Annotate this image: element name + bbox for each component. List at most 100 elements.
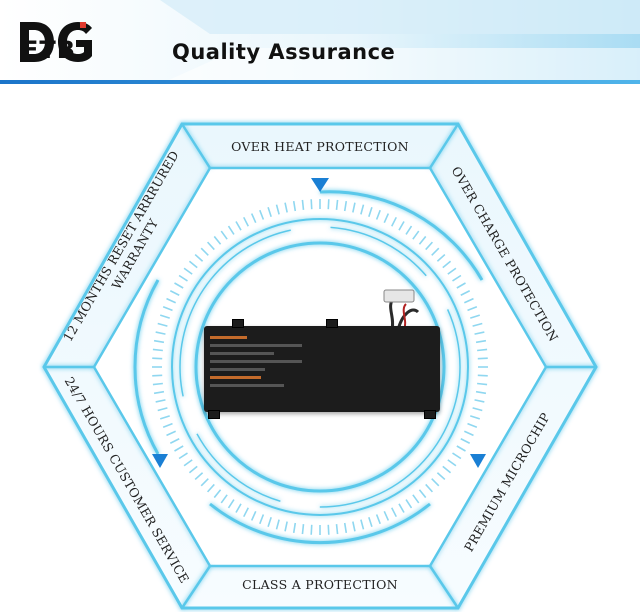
ring-tick <box>213 489 222 499</box>
ring-tick <box>292 522 297 534</box>
ring-tick <box>412 230 420 240</box>
arrow-markers <box>152 178 486 468</box>
ring-tick <box>227 499 235 509</box>
ring-tick <box>327 199 330 210</box>
ring-tick <box>275 519 280 530</box>
tagline: Quality Assurance <box>172 40 396 64</box>
ring-tick <box>301 524 305 535</box>
ring-tick <box>157 322 168 327</box>
ring-tick <box>474 331 485 335</box>
ring-tick <box>470 415 481 420</box>
ring-tick <box>259 514 265 525</box>
ring-tick <box>310 199 313 210</box>
ring-tick <box>456 445 466 452</box>
ring-tick <box>447 267 457 275</box>
quality-diagram: OVER HEAT PROTECTION OVER CHARGE PROTECT… <box>0 84 640 612</box>
battery-tab <box>424 410 436 419</box>
battery-tab <box>232 319 244 328</box>
ring-tick <box>470 314 481 319</box>
arrow-top-icon <box>311 178 329 192</box>
ring-tick <box>360 204 365 215</box>
ring-tick <box>447 459 457 467</box>
feature-class-a: CLASS A PROTECTION <box>242 577 398 592</box>
ring-tick <box>436 472 446 481</box>
ring-tick <box>284 521 288 532</box>
arrow-right-icon <box>470 454 486 468</box>
tick-ring <box>152 199 488 535</box>
ring-tick <box>383 213 390 223</box>
ring-tick <box>343 522 348 534</box>
ring-tick <box>194 253 204 262</box>
ring-tick <box>343 200 348 212</box>
ring-tick <box>206 241 215 251</box>
ring-tick <box>464 297 474 304</box>
ring-tick <box>412 494 420 504</box>
ring-tick <box>456 282 466 289</box>
ring-tick <box>200 247 209 256</box>
battery-image <box>204 319 440 419</box>
ring-tick <box>375 514 381 525</box>
ring-tick <box>425 241 434 251</box>
ring-tick <box>398 503 405 513</box>
ring-tick <box>460 438 471 444</box>
ring-tick <box>162 422 173 428</box>
inner-rings <box>171 218 469 516</box>
header-banner: FTB Quality Assurance <box>0 0 640 84</box>
ring-tick <box>475 339 487 344</box>
ring-tick <box>431 478 440 487</box>
ring-tick <box>220 230 228 240</box>
ring-tick <box>383 511 390 521</box>
ring-tick <box>178 452 188 460</box>
ring-tick <box>166 297 176 304</box>
ring-tick <box>292 200 297 212</box>
ring-tick <box>188 465 198 474</box>
ring-tick <box>284 202 288 213</box>
ring-tick <box>183 459 193 467</box>
ring-tick <box>391 216 397 227</box>
ring-tick <box>442 260 452 269</box>
ring-tick <box>431 247 440 256</box>
ring-tick <box>194 472 204 481</box>
ring-tick <box>213 235 222 245</box>
ring-tick <box>152 348 163 352</box>
ring-tick <box>157 407 168 412</box>
ring-tick <box>352 202 356 213</box>
ring-tick <box>368 517 373 528</box>
ring-tick <box>183 267 193 275</box>
ring-tick <box>477 357 488 360</box>
ring-tick <box>152 357 163 360</box>
ring-tick <box>235 503 242 513</box>
ring-tick <box>159 415 170 420</box>
ring-tick <box>418 489 427 499</box>
ring-tick <box>162 306 173 312</box>
ring-tick <box>398 221 405 231</box>
ring-tick <box>220 494 228 504</box>
ring-tick <box>452 274 462 282</box>
ring-tick <box>477 382 488 386</box>
brand-logo: FTB <box>18 20 92 66</box>
ring-tick <box>475 390 487 395</box>
ring-tick <box>235 221 242 231</box>
ring-tick <box>375 209 381 220</box>
ring-tick <box>159 314 170 319</box>
ring-tick <box>250 511 257 521</box>
ring-tick <box>243 507 249 518</box>
ring-tick <box>152 382 163 386</box>
ring-tick <box>310 524 313 535</box>
battery-sticker <box>210 336 302 400</box>
ring-tick <box>352 521 356 532</box>
ring-tick <box>178 274 188 282</box>
ring-tick <box>405 225 413 235</box>
ring-tick <box>267 517 272 528</box>
ring-tick <box>464 430 474 437</box>
ring-tick <box>391 507 397 518</box>
ring-tick <box>425 483 434 493</box>
ring-tick <box>301 199 305 210</box>
ring-tick <box>474 399 485 403</box>
header-background <box>0 0 640 84</box>
ring-tick <box>188 260 198 269</box>
ring-tick <box>153 390 165 395</box>
ring-tick <box>467 422 478 428</box>
ring-tick <box>477 348 488 352</box>
ring-tick <box>335 199 339 210</box>
